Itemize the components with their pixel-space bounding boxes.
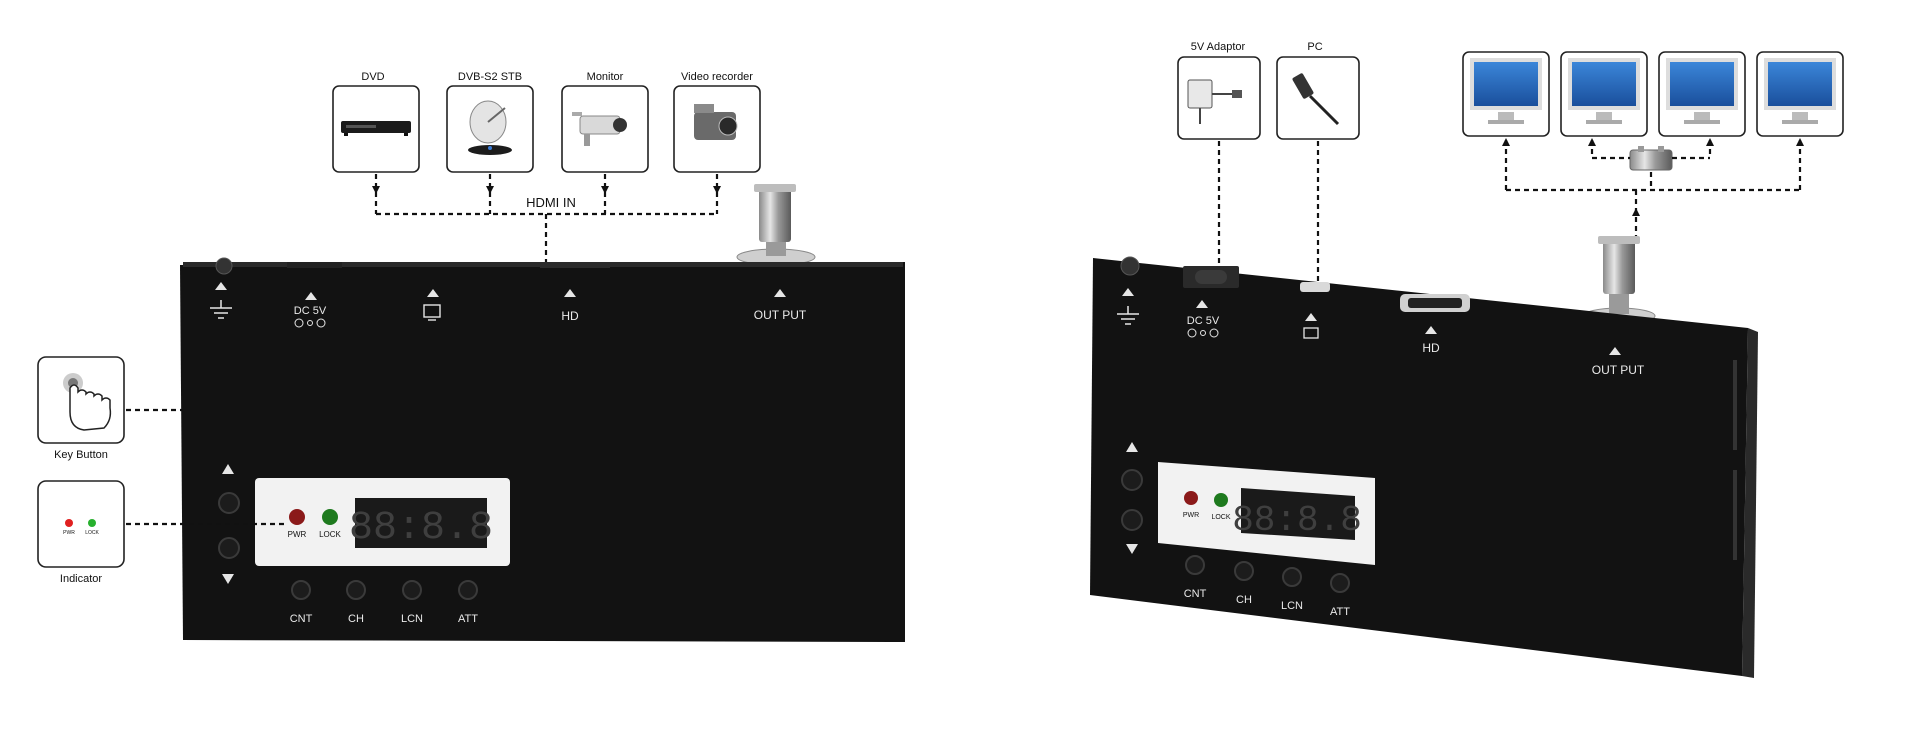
hdmi-arrowheads [372,186,721,194]
hdmi-connection-lines [374,174,719,262]
ch-button[interactable] [1234,561,1254,581]
port-markers-right [1122,288,1621,355]
down-arrow-icon [222,574,234,584]
monitor-arrowheads [1502,138,1804,216]
callout-label: Indicator [60,573,103,585]
led-indicator-icon: PWR LOCK [63,519,99,536]
source-dvd: DVD [332,71,420,173]
power-adapter-icon [1187,79,1242,124]
lock-led [1214,493,1228,507]
bottom-buttons-right: CNT CH LCN ATT [1184,555,1350,618]
right-diagram: 5V Adaptor PC [1090,41,1844,678]
display-digits: 88:8.8 [349,506,493,551]
callout-indicator: PWR LOCK Indicator [37,480,125,585]
ch-button[interactable] [346,580,366,600]
f-connector-right [1582,236,1656,325]
up-arrow-icon [222,464,234,474]
port-label-output: OUT PUT [1592,363,1645,377]
dvd-player-icon [341,121,411,136]
port-label-dc: DC 5V [1187,315,1220,327]
monitor-grid [1462,51,1844,137]
source-label: DVD [361,71,384,83]
lcn-button[interactable] [402,580,422,600]
button-label-lcn: LCN [401,613,423,625]
left-device: DC 5V HD OUT PUT PWR LOCK 88:8.8 [180,257,905,642]
port-label-hd: HD [1422,341,1440,355]
att-button[interactable] [1330,573,1350,593]
down-button[interactable] [218,537,240,559]
lcn-button[interactable] [1282,567,1302,587]
button-label-att: ATT [458,613,478,625]
input-label: PC [1307,41,1322,53]
monitor-3 [1658,51,1746,137]
pwr-led [1184,491,1198,505]
button-label-ch: CH [348,613,364,625]
cnt-button[interactable] [291,580,311,600]
led-label-pwr: PWR [288,530,307,539]
splitter-lines [1504,140,1802,238]
up-arrow-icon [1126,442,1138,452]
monitor-2 [1560,51,1648,137]
port-markers [215,282,786,300]
polarity-icon-right [1187,328,1219,338]
port-label-hd: HD [561,309,579,323]
usb-cable-icon [1292,73,1340,126]
ground-icon [210,300,232,319]
button-label-ch: CH [1236,594,1252,606]
callout-label: Key Button [54,449,108,461]
att-button[interactable] [458,580,478,600]
input-pc: PC [1276,41,1360,140]
down-button[interactable] [1121,509,1143,531]
ground-icon-right [1117,306,1139,325]
source-monitor: Monitor [561,71,649,173]
button-label-att: ATT [1330,606,1350,618]
mini-label-pwr: PWR [63,530,75,536]
splitter-icon [1629,146,1673,171]
usb-port-icon-right [1303,327,1319,339]
down-arrow-icon [1126,544,1138,554]
port-label-output: OUT PUT [754,308,807,322]
cctv-camera-icon [572,112,627,146]
seven-segment-display [355,498,487,548]
led-label-pwr: PWR [1183,512,1199,519]
polarity-icon [294,318,326,328]
left-diagram: DVD DVB-S2 STB Monitor [37,71,905,642]
source-label: DVB-S2 STB [458,71,522,83]
camcorder-icon [694,104,738,140]
led-label-lock: LOCK [1211,514,1230,521]
lock-led [322,509,338,525]
monitor-1 [1462,51,1550,137]
f-connector [736,184,816,266]
button-label-cnt: CNT [1184,588,1207,600]
pwr-led [289,509,305,525]
up-button[interactable] [1121,469,1143,491]
display-digits: 88:8.8 [1232,500,1362,541]
callout-key-button: Key Button [37,356,125,461]
monitor-4 [1756,51,1844,137]
up-button[interactable] [218,492,240,514]
hand-pointer-icon [63,373,112,431]
cnt-button[interactable] [1185,555,1205,575]
port-label-dc: DC 5V [294,305,327,317]
source-label: Monitor [587,71,624,83]
source-recorder: Video recorder [673,71,761,173]
mini-label-lock: LOCK [85,530,99,536]
bottom-buttons: CNT CH LCN ATT [290,580,478,625]
source-stb: DVB-S2 STB [446,71,534,173]
button-label-lcn: LCN [1281,600,1303,612]
hdmi-in-label: HDMI IN [526,195,576,210]
source-label: Video recorder [681,71,753,83]
button-label-cnt: CNT [290,613,313,625]
input-label: 5V Adaptor [1191,41,1246,53]
led-label-lock: LOCK [319,530,341,539]
input-5v-adaptor: 5V Adaptor [1177,41,1261,140]
usb-port-icon [423,304,441,321]
right-device: DC 5V HD OUT PUT PWR LOCK 88:8.8 [1090,256,1758,678]
satellite-stb-icon [468,100,512,155]
seven-segment-display [1241,488,1355,540]
